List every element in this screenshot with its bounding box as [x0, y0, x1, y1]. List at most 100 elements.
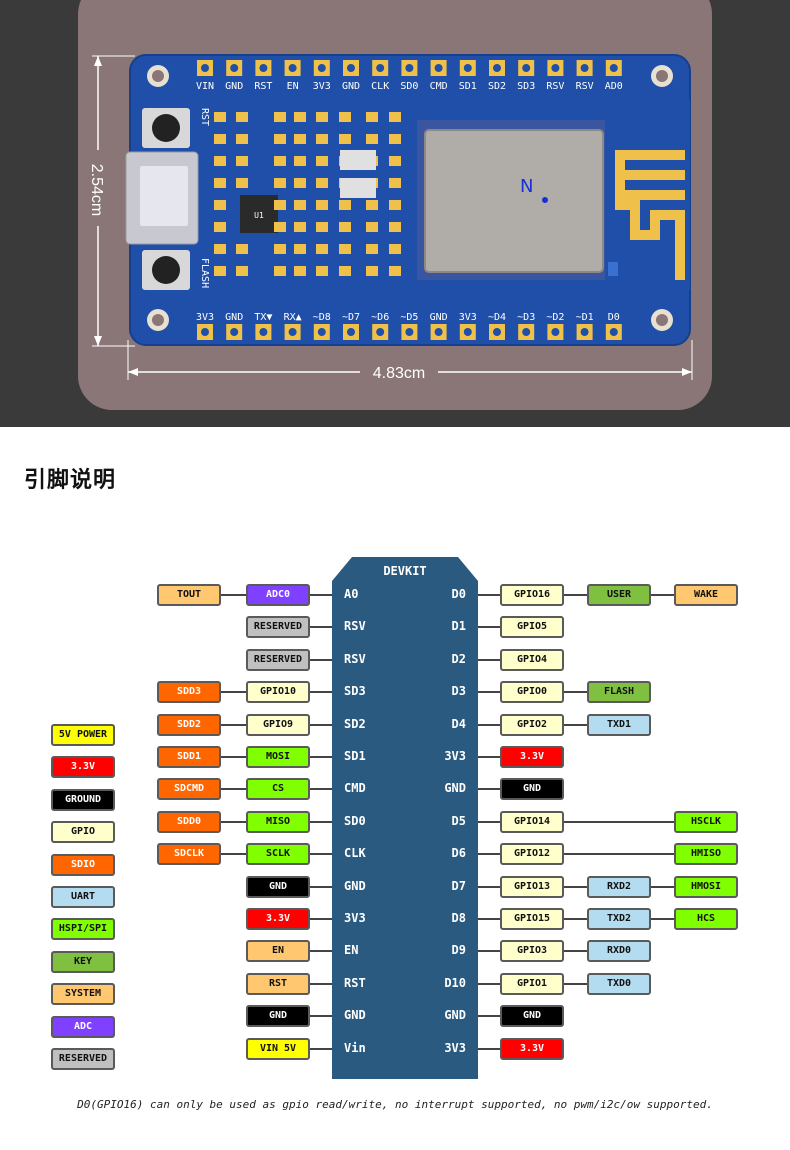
bottom-pin-label: 3V3: [459, 312, 477, 323]
bottom-pin-label: ~D5: [400, 312, 418, 323]
top-pin-label: EN: [287, 81, 299, 92]
devkit-pin-label: RSV: [344, 619, 366, 634]
board-photo: 4.83cm 2.54cm RST FLASH N: [0, 0, 790, 427]
bottom-pin-label: ~D6: [371, 312, 389, 323]
connector-line: [478, 820, 500, 823]
connector-line: [310, 853, 332, 856]
bottom-pin-label: ~D4: [488, 312, 506, 323]
left-pin-function: RESERVED: [246, 648, 310, 671]
connector-line: [478, 982, 500, 985]
bottom-pin-label: GND: [225, 312, 243, 323]
devkit-pin-label: D6: [451, 846, 466, 861]
devkit-pin-label: RST: [344, 975, 366, 990]
right-pin-function: GPIO15: [500, 908, 564, 930]
connector-line: [478, 788, 500, 791]
right-pin-alt-function: RXD2: [587, 875, 651, 898]
left-pin-function: MOSI: [246, 746, 310, 768]
legend-item: GPIO: [51, 821, 115, 844]
connector-line: [221, 594, 246, 596]
bottom-pin-label: D0: [608, 312, 620, 323]
smd-pads: [214, 112, 401, 276]
bottom-pin-label: ~D2: [546, 312, 564, 323]
connector-line: [478, 723, 500, 726]
connector-line: [310, 982, 332, 985]
devkit-pin-label: RSV: [344, 651, 366, 666]
devkit-pin-label: SD0: [344, 813, 366, 828]
board-illustration: 4.83cm 2.54cm RST FLASH N: [0, 0, 790, 427]
left-pin-alt-function: SDCLK: [157, 843, 221, 866]
devkit-pin-label: D8: [451, 911, 466, 925]
connector-line: [310, 723, 332, 726]
connector-line: [564, 918, 587, 920]
connector-line: [478, 1047, 500, 1050]
connector-line: [564, 853, 674, 856]
right-pin-extra-function: WAKE: [674, 584, 738, 606]
usb-uart-chip: [240, 195, 278, 233]
connector-line: [221, 788, 246, 791]
left-pin-alt-function: TOUT: [157, 584, 221, 606]
devkit-pin-label: GND: [444, 1008, 466, 1023]
connector-line: [478, 1015, 500, 1018]
connector-line: [478, 885, 500, 888]
top-pin-label: VIN: [196, 81, 214, 92]
right-pin-alt-function: USER: [587, 584, 651, 606]
devkit-pin-label: D3: [451, 684, 466, 699]
right-pin-function: GPIO0: [500, 681, 564, 704]
connector-line: [478, 918, 500, 920]
connector-line: [651, 885, 674, 888]
devkit-pin-label: D9: [451, 943, 466, 958]
legend-item: UART: [51, 886, 115, 908]
devkit-body: DEVKIT: [332, 557, 478, 1079]
right-pin-extra-function: HMOSI: [674, 875, 738, 898]
legend-item: GROUND: [51, 788, 115, 811]
bottom-pin-label: ~D8: [313, 312, 331, 323]
bottom-pin-label: 3V3: [196, 312, 214, 323]
legend-item: 3.3V: [51, 756, 115, 779]
devkit-pin-label: D10: [444, 975, 466, 990]
devkit-outline: [332, 557, 478, 1079]
connector-line: [310, 658, 332, 661]
right-pin-extra-function: HMISO: [674, 843, 738, 866]
connector-line: [221, 756, 246, 758]
connector-line: [221, 820, 246, 823]
devkit-pin-label: Vin: [344, 1040, 366, 1055]
bottom-pin-label: ~D3: [517, 312, 535, 323]
right-pin-alt-function: RXD0: [587, 940, 651, 963]
devkit-pin-label: GND: [344, 1008, 366, 1023]
left-pin-function: EN: [246, 940, 310, 963]
width-dim-label: 4.83cm: [373, 365, 425, 382]
right-pin-function: GPIO12: [500, 843, 564, 866]
left-pin-alt-function: SDD1: [157, 746, 221, 768]
devkit-pin-label: 3V3: [444, 1040, 466, 1055]
rst-button: [142, 108, 190, 148]
connector-line: [651, 918, 674, 920]
left-pin-alt-function: SDD2: [157, 713, 221, 736]
legend-item: RESERVED: [51, 1048, 115, 1070]
devkit-pin-label: GND: [344, 878, 366, 893]
right-pin-alt-function: TXD1: [587, 713, 651, 736]
connector-line: [478, 756, 500, 758]
left-pin-function: RESERVED: [246, 616, 310, 639]
top-pin-label: GND: [225, 81, 243, 92]
devkit-pin-label: CMD: [344, 781, 366, 796]
right-pin-alt-function: FLASH: [587, 681, 651, 704]
connector-line: [478, 658, 500, 661]
left-pin-function: RST: [246, 972, 310, 995]
top-pin-label: SD2: [488, 81, 506, 92]
connector-line: [310, 756, 332, 758]
connector-line: [310, 950, 332, 953]
bottom-pin-label: GND: [430, 312, 448, 323]
connector-line: [310, 820, 332, 823]
section-title: 引脚说明: [24, 468, 117, 493]
top-pin-label: RSV: [546, 81, 564, 92]
devkit-pin-label: D2: [451, 651, 466, 666]
top-pin-label: RST: [254, 81, 272, 92]
devkit-pin-label: SD2: [344, 716, 366, 731]
connector-line: [310, 1015, 332, 1018]
top-pin-label: CMD: [430, 81, 448, 92]
bottom-pin-label: TX▼: [254, 312, 272, 323]
legend-item: ADC: [51, 1015, 115, 1038]
left-pin-function: SCLK: [246, 843, 310, 866]
left-pin-alt-function: SDD3: [157, 681, 221, 704]
